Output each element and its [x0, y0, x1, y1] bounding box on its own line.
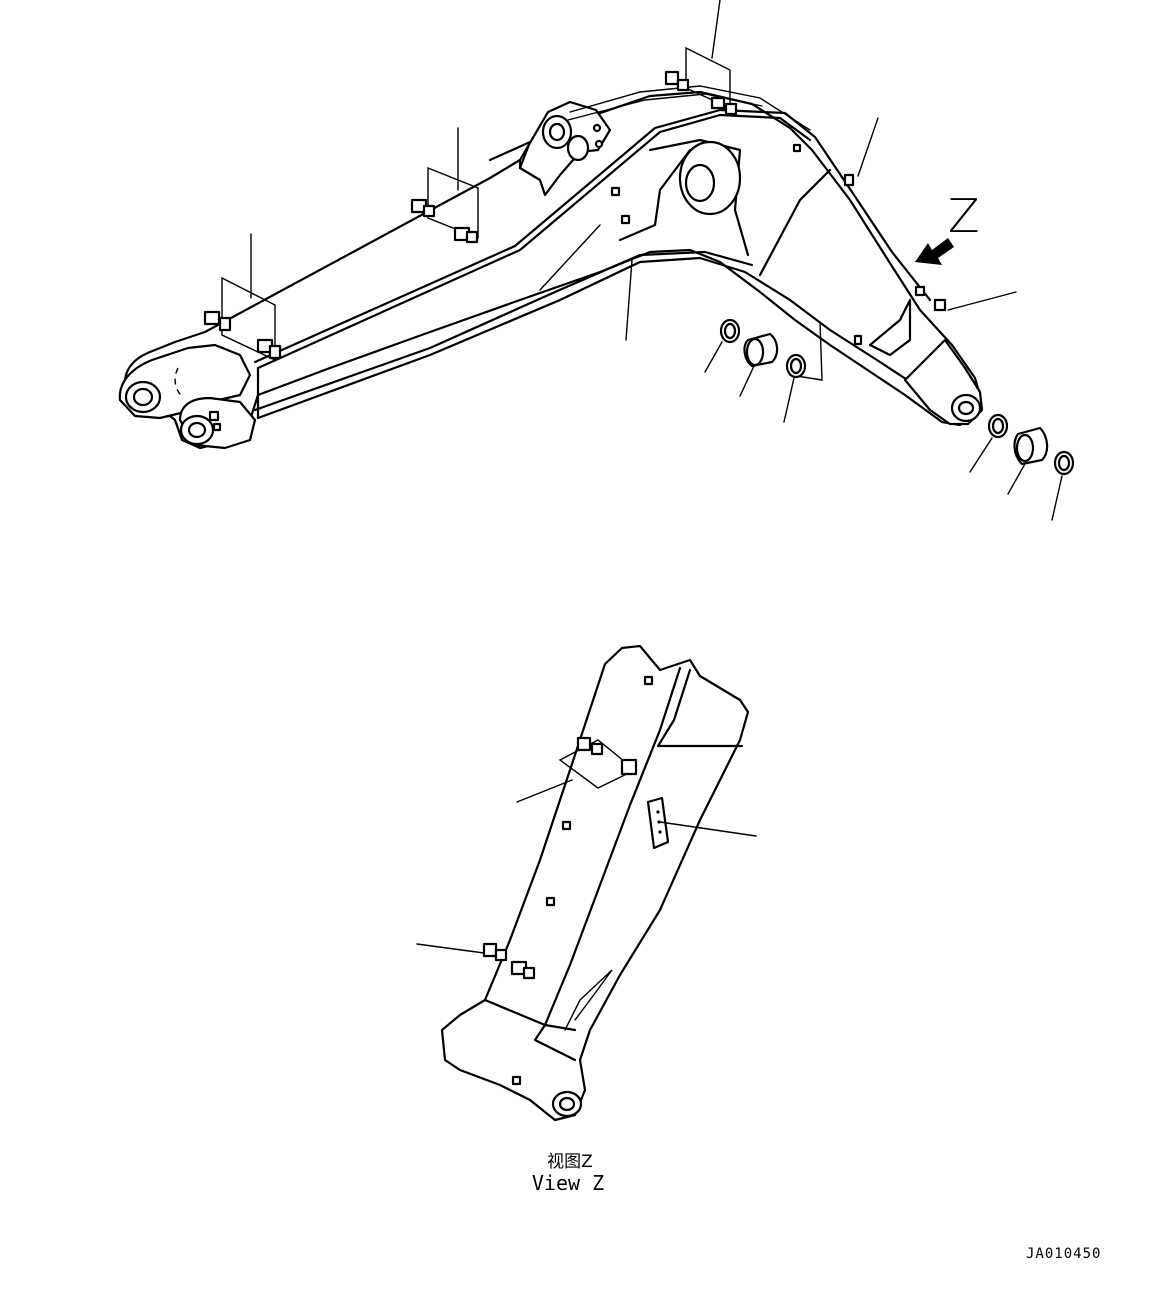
view-arrow-label: Z: [948, 189, 980, 243]
drawing-code: JA010450: [1026, 1246, 1101, 1262]
view-arrow: Z: [915, 189, 980, 265]
boom-assembly: [118, 0, 1017, 450]
loose-parts: [704, 318, 1075, 521]
view-caption-chinese: 视图Z: [547, 1152, 593, 1172]
boom-body: [124, 90, 982, 450]
view-z-boom-section: [440, 644, 750, 1122]
view-caption-english: View Z: [532, 1171, 604, 1195]
view-z-detail: [416, 644, 757, 1122]
view-arrow-icon: [915, 238, 954, 265]
